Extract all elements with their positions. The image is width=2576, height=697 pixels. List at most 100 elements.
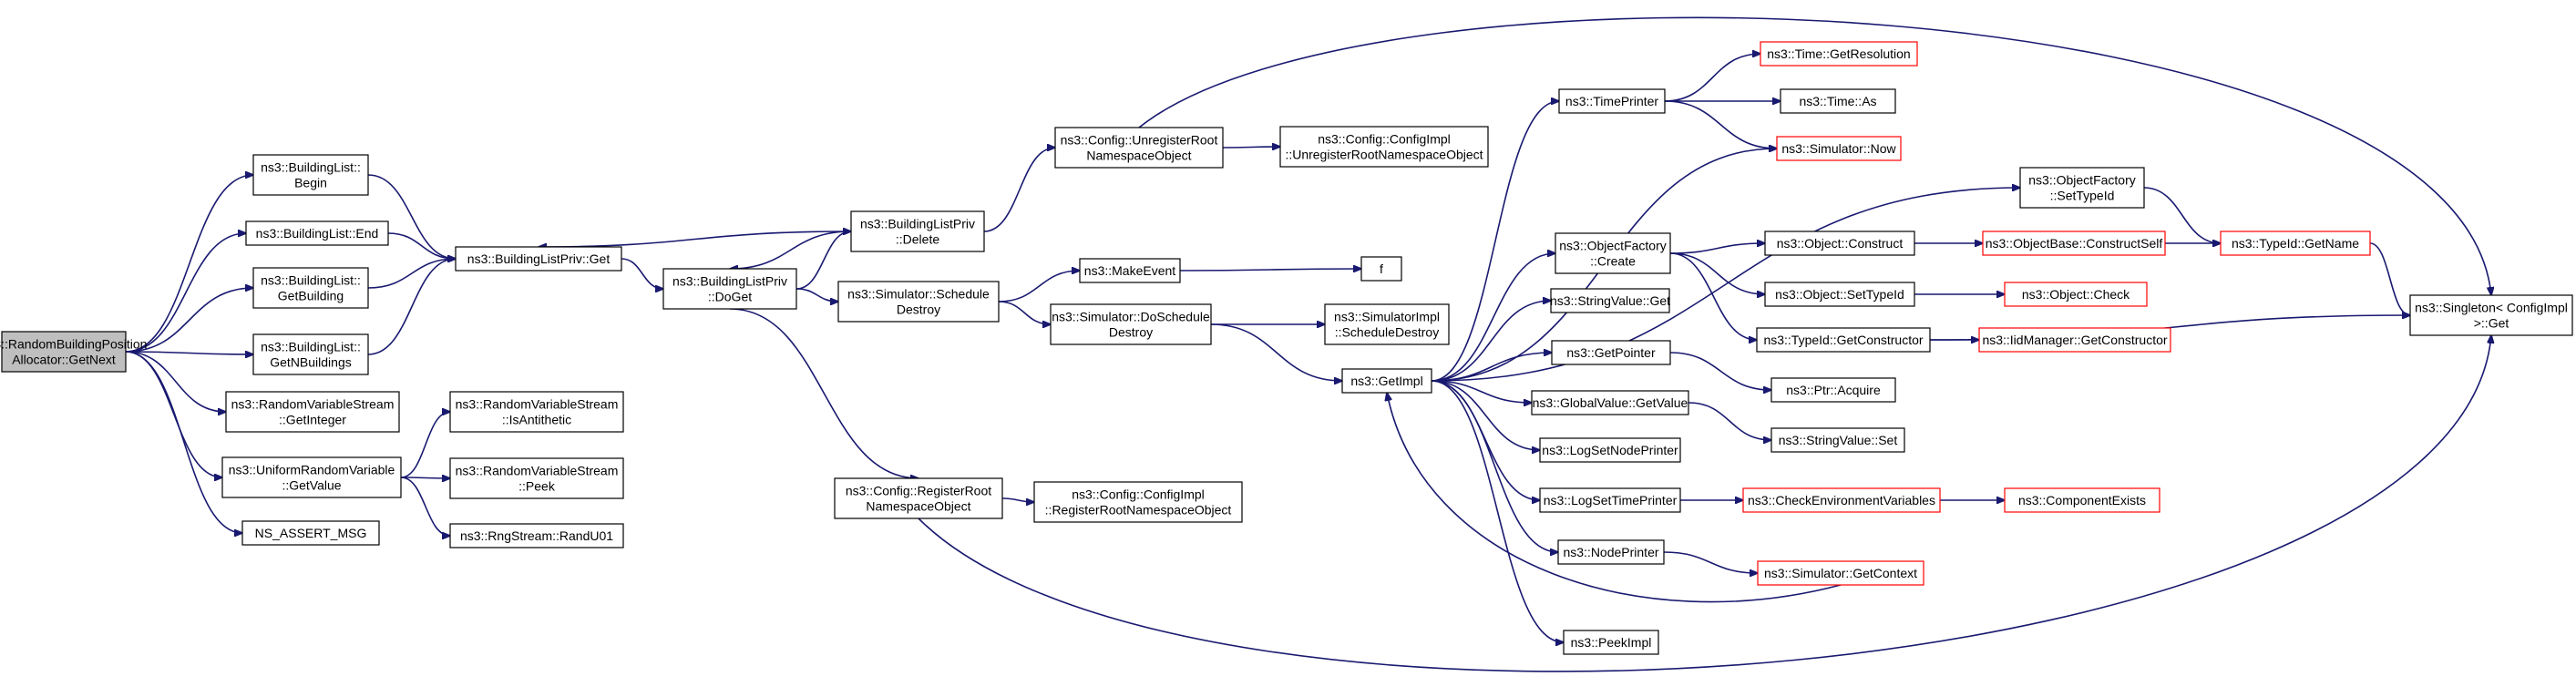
node-rng-randu01[interactable]: ns3::RngStream::RandU01 bbox=[449, 523, 624, 548]
node-time-getres[interactable]: ns3::Time::GetResolution bbox=[1760, 41, 1918, 67]
node-bl-getn[interactable]: ns3::BuildingList::GetNBuildings bbox=[252, 333, 369, 375]
node-typeid-getname[interactable]: ns3::TypeId::GetName bbox=[2220, 231, 2371, 256]
node-label: ns3::SimulatorImpl bbox=[1334, 310, 1440, 324]
node-time-as[interactable]: ns3::Time::As bbox=[1780, 88, 1896, 114]
edge-typeid-getname-to-singleton-get bbox=[2369, 242, 2410, 315]
node-label: ::Create bbox=[1590, 254, 1636, 269]
node-check-env[interactable]: ns3::CheckEnvironmentVariables bbox=[1742, 487, 1941, 513]
node-logset-timeprinter[interactable]: ns3::LogSetTimePrinter bbox=[1539, 487, 1681, 513]
node-nodeprinter[interactable]: ns3::NodePrinter bbox=[1557, 539, 1665, 565]
node-box bbox=[834, 477, 1003, 519]
node-ptr-acquire[interactable]: ns3::Ptr::Acquire bbox=[1770, 377, 1896, 403]
node-box bbox=[1279, 126, 1489, 168]
node-label: ns3::Config::ConfigImpl bbox=[1072, 487, 1205, 502]
node-label: GetNBuildings bbox=[270, 355, 352, 370]
node-box bbox=[1550, 288, 1670, 313]
node-label: Destroy bbox=[1109, 325, 1153, 340]
node-box bbox=[252, 267, 369, 309]
node-bl-getbuilding[interactable]: ns3::BuildingList::GetBuilding bbox=[252, 267, 369, 309]
node-root[interactable]: ns3::RandomBuildingPositionAllocator::Ge… bbox=[0, 331, 147, 373]
node-label: ::IsAntithetic bbox=[502, 413, 571, 427]
node-label: ns3::BuildingList:: bbox=[261, 273, 361, 288]
edge-getimpl-to-peekimpl bbox=[1431, 380, 1564, 642]
edge-getimpl-to-nodeprinter bbox=[1431, 380, 1558, 552]
node-cfg-unregister[interactable]: ns3::Config::UnregisterRootNamespaceObje… bbox=[1054, 127, 1224, 169]
node-cfg-register[interactable]: ns3::Config::RegisterRootNamespaceObject bbox=[834, 477, 1003, 519]
node-label: ns3::Object::SetTypeId bbox=[1775, 287, 1904, 302]
node-blp-delete[interactable]: ns3::BuildingListPriv::Delete bbox=[850, 210, 985, 252]
node-label: ns3::LogSetTimePrinter bbox=[1544, 493, 1678, 507]
node-make-event[interactable]: ns3::MakeEvent bbox=[1079, 258, 1181, 283]
node-timeprinter[interactable]: ns3::TimePrinter bbox=[1558, 88, 1666, 114]
node-label: ns3::RandomVariableStream bbox=[231, 397, 395, 412]
node-box bbox=[1760, 41, 1918, 67]
node-box bbox=[1757, 560, 1924, 586]
node-of-create[interactable]: ns3::ObjectFactory::Create bbox=[1555, 232, 1671, 274]
node-sim-getcontext[interactable]: ns3::Simulator::GetContext bbox=[1757, 560, 1924, 586]
edge-blp-doget-to-cfg-register bbox=[729, 308, 919, 478]
node-box bbox=[1324, 303, 1450, 345]
node-box bbox=[1982, 231, 2166, 256]
edge-urv-getvalue-to-rvs-isanti bbox=[400, 412, 450, 478]
node-rvs-isanti[interactable]: ns3::RandomVariableStream::IsAntithetic bbox=[449, 391, 624, 433]
node-cfgimpl-register[interactable]: ns3::Config::ConfigImpl::RegisterRootNam… bbox=[1033, 481, 1243, 523]
node-rvs-getint[interactable]: ns3::RandomVariableStream::GetInteger bbox=[225, 391, 400, 433]
node-label: ns3::Config::UnregisterRoot bbox=[1061, 133, 1218, 148]
node-box bbox=[2019, 167, 2145, 209]
node-label: ns3::RandomVariableStream bbox=[456, 397, 619, 412]
edge-bl-end-to-blp-get bbox=[387, 232, 456, 259]
node-bl-begin[interactable]: ns3::BuildingList::Begin bbox=[252, 154, 369, 196]
node-component-exists[interactable]: ns3::ComponentExists bbox=[2004, 487, 2160, 513]
node-rvs-peek[interactable]: ns3::RandomVariableStream::Peek bbox=[449, 457, 624, 499]
node-blp-get[interactable]: ns3::BuildingListPriv::Get bbox=[455, 246, 622, 272]
node-label: GetBuilding bbox=[278, 289, 344, 303]
edge-blp-doget-to-sim-schedule-destroy bbox=[795, 288, 838, 302]
edge-blp-doget-to-blp-delete bbox=[795, 231, 851, 290]
edge-timeprinter-to-time-getres bbox=[1664, 54, 1760, 102]
edge-blp-delete-to-cfg-unregister bbox=[983, 148, 1055, 232]
node-ns-assert[interactable]: NS_ASSERT_MSG bbox=[241, 520, 380, 546]
node-obj-check[interactable]: ns3::Object::Check bbox=[2004, 282, 2148, 307]
node-label: ns3::StringValue::Set bbox=[1779, 433, 1898, 447]
node-obj-settypeid[interactable]: ns3::Object::SetTypeId bbox=[1764, 282, 1915, 307]
node-sim-now[interactable]: ns3::Simulator::Now bbox=[1776, 136, 1902, 161]
node-objbase-constructself[interactable]: ns3::ObjectBase::ConstructSelf bbox=[1982, 231, 2166, 256]
node-box bbox=[2409, 294, 2573, 336]
node-stringvalue-set[interactable]: ns3::StringValue::Set bbox=[1770, 427, 1905, 453]
node-singleton-get[interactable]: ns3::Singleton< ConfigImpl >::Get bbox=[2409, 294, 2573, 336]
node-cfgimpl-unregister[interactable]: ns3::Config::ConfigImpl::UnregisterRootN… bbox=[1279, 126, 1489, 168]
edge-blp-get-to-blp-doget bbox=[621, 258, 663, 289]
node-logset-nodeprinter[interactable]: ns3::LogSetNodePrinter bbox=[1539, 437, 1681, 463]
edge-sim-schedule-destroy-to-sim-doschedule-destroy bbox=[998, 301, 1051, 324]
node-f[interactable]: f bbox=[1360, 256, 1402, 282]
node-label: ns3::Time::GetResolution bbox=[1767, 46, 1910, 61]
node-label: ns3::BuildingList:: bbox=[261, 340, 361, 354]
node-box bbox=[1341, 368, 1432, 394]
node-typeid-getctor[interactable]: ns3::TypeId::GetConstructor bbox=[1756, 327, 1931, 353]
node-label: ns3::IidManager::GetConstructor bbox=[1982, 333, 2167, 347]
node-label: ns3::BuildingList::End bbox=[256, 226, 379, 241]
node-label: ns3::BuildingListPriv bbox=[860, 217, 975, 231]
node-blp-doget[interactable]: ns3::BuildingListPriv::DoGet bbox=[662, 268, 797, 310]
node-stringvalue-get[interactable]: ns3::StringValue::Get bbox=[1550, 288, 1670, 313]
node-getimpl[interactable]: ns3::GetImpl bbox=[1341, 368, 1432, 394]
node-label: ::GetValue bbox=[282, 478, 341, 493]
node-label: ns3::Simulator::Now bbox=[1781, 141, 1896, 156]
node-sim-schedule-destroy[interactable]: ns3::Simulator::ScheduleDestroy bbox=[837, 281, 1000, 323]
node-label: ::SetTypeId bbox=[2050, 189, 2115, 203]
node-box bbox=[245, 220, 389, 246]
edge-sim-schedule-destroy-to-make-event bbox=[998, 271, 1080, 302]
node-box bbox=[221, 456, 402, 498]
node-box bbox=[1742, 487, 1941, 513]
node-bl-end[interactable]: ns3::BuildingList::End bbox=[245, 220, 389, 246]
node-simimpl-schedule-destroy[interactable]: ns3::SimulatorImpl::ScheduleDestroy bbox=[1324, 303, 1450, 345]
node-obj-construct[interactable]: ns3::Object::Construct bbox=[1764, 231, 1915, 256]
node-globalvalue-getvalue[interactable]: ns3::GlobalValue::GetValue bbox=[1531, 390, 1689, 415]
node-getpointer[interactable]: ns3::GetPointer bbox=[1551, 340, 1671, 365]
node-peekimpl[interactable]: ns3::PeekImpl bbox=[1563, 630, 1659, 655]
edge-cfg-unregister-to-singleton-get bbox=[1138, 16, 2491, 295]
node-urv-getvalue[interactable]: ns3::UniformRandomVariable::GetValue bbox=[221, 456, 402, 498]
node-of-settypeid[interactable]: ns3::ObjectFactory::SetTypeId bbox=[2019, 167, 2145, 209]
node-iidmgr-getctor[interactable]: ns3::IidManager::GetConstructor bbox=[1978, 327, 2171, 353]
